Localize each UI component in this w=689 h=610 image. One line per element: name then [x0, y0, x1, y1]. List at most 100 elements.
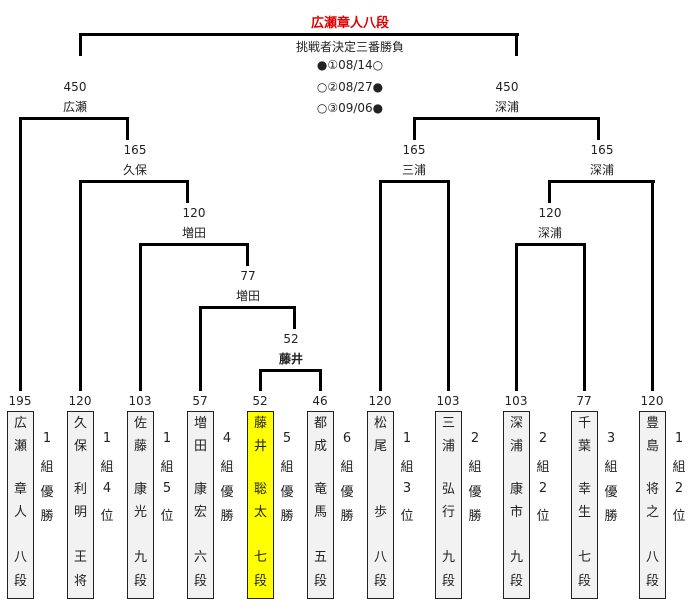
qualification-char: 優 [220, 485, 234, 500]
player-name-char: 段 [373, 574, 387, 589]
player-name-char: 段 [645, 574, 659, 589]
player-name-char: 段 [133, 574, 147, 589]
masuda120-name: 増田 [181, 226, 206, 240]
bracket-line [79, 33, 82, 56]
bracket-line [79, 180, 189, 183]
right-final-name: 深浦 [494, 100, 519, 114]
player-name-char: 康 [509, 482, 523, 497]
player-name-char: 之 [645, 505, 659, 520]
player-name-char: 行 [441, 505, 455, 520]
player-name-char: 九 [441, 550, 455, 565]
game-result-2: ○②08/27● [316, 80, 384, 94]
player-name-char: 段 [509, 574, 523, 589]
kubo-score: 165 [123, 143, 147, 157]
qualification-char: 優 [604, 485, 618, 500]
player-name-char: 六 [193, 550, 207, 565]
player-box: 広瀬章人八段 [7, 411, 34, 599]
fukaura165-name: 深浦 [589, 163, 614, 177]
bracket-line [515, 33, 518, 56]
left-final-name: 広瀬 [62, 100, 87, 114]
qualification-char: 優 [40, 485, 54, 500]
player-name-char: 将 [645, 482, 659, 497]
qualification-char: 1 [162, 431, 172, 446]
champion-title: 広瀬章人八段 [310, 16, 389, 31]
player-box: 松尾歩八段 [367, 411, 394, 599]
player-name-char: 章 [13, 482, 27, 497]
right-final-score: 450 [495, 80, 519, 94]
bracket-line [413, 117, 416, 140]
fukaura120-name: 深浦 [537, 226, 562, 240]
player-name-char: 浦 [509, 439, 523, 454]
player-box: 三浦弘行九段 [435, 411, 462, 599]
game-result-3: ○③09/06● [316, 101, 384, 115]
player-name-char: 八 [373, 550, 387, 565]
qualification-char: 組 [100, 460, 114, 475]
qualification-char: 組 [536, 460, 550, 475]
player-name-char: 段 [193, 574, 207, 589]
player-name-char: 八 [13, 550, 27, 565]
player-name-char: 竜 [313, 482, 327, 497]
qualification-char: 位 [160, 509, 174, 524]
qualification-char: 勝 [604, 509, 618, 524]
qualification-char: 2 [674, 481, 684, 496]
bracket-line [548, 180, 655, 183]
bracket-line [379, 180, 450, 183]
player-name-char: 千 [577, 416, 591, 431]
bracket-line [199, 306, 296, 309]
player-name-char: 豊 [645, 416, 659, 431]
player-name-char: 久 [73, 416, 87, 431]
bracket-line [19, 117, 129, 120]
qualification-char: 組 [468, 460, 482, 475]
player-name-char: 九 [133, 550, 147, 565]
player-name-char: 康 [133, 482, 147, 497]
bracket-line [19, 117, 22, 391]
bracket-line [319, 369, 322, 391]
player-name-char: 松 [373, 416, 387, 431]
player-name-char: 幸 [577, 482, 591, 497]
player-name-char: 明 [73, 505, 87, 520]
player-name-char: 成 [313, 439, 327, 454]
player-score: 120 [368, 394, 392, 408]
player-box: 深浦康市九段 [503, 411, 530, 599]
bracket-line [293, 306, 296, 329]
player-name-char: 段 [441, 574, 455, 589]
qualification-char: 組 [280, 460, 294, 475]
player-score: 120 [640, 394, 664, 408]
miura-name: 三浦 [401, 163, 426, 177]
masuda77-name: 増田 [235, 289, 260, 303]
miura-score: 165 [402, 143, 426, 157]
bracket-line [139, 243, 142, 391]
qualification-char: 位 [672, 509, 686, 524]
player-box: 千葉幸生七段 [571, 411, 598, 599]
player-score: 57 [192, 394, 208, 408]
bracket-line [246, 243, 249, 266]
qualification-char: 1 [674, 431, 684, 446]
qualification-char: 位 [400, 509, 414, 524]
player-name-char: 太 [253, 505, 267, 520]
match-subtitle: 挑戦者決定三番勝負 [295, 40, 404, 54]
qualification-char: 3 [402, 481, 412, 496]
player-name-char: 将 [73, 574, 87, 589]
player-name-char: 藤 [133, 439, 147, 454]
player-name-char: 井 [253, 439, 267, 454]
fujii-score: 52 [283, 332, 299, 346]
qualification-char: 位 [100, 509, 114, 524]
qualification-char: 勝 [220, 509, 234, 524]
qualification-char: 組 [340, 460, 354, 475]
player-name-char: 保 [73, 439, 87, 454]
bracket-line [583, 243, 586, 391]
qualification-char: 組 [160, 460, 174, 475]
bracket-line [79, 180, 82, 391]
bracket-line [126, 117, 129, 140]
player-score: 195 [8, 394, 32, 408]
qualification-char: 勝 [280, 509, 294, 524]
player-name-char: 増 [193, 416, 207, 431]
player-name-char: 利 [73, 482, 87, 497]
qualification-char: 5 [162, 481, 172, 496]
fujii-name: 藤井 [278, 352, 303, 366]
player-name-char: 尾 [373, 439, 387, 454]
bracket-line [651, 180, 654, 391]
player-name-char: 浦 [441, 439, 455, 454]
left-final-score: 450 [63, 80, 87, 94]
qualification-char: 位 [536, 509, 550, 524]
